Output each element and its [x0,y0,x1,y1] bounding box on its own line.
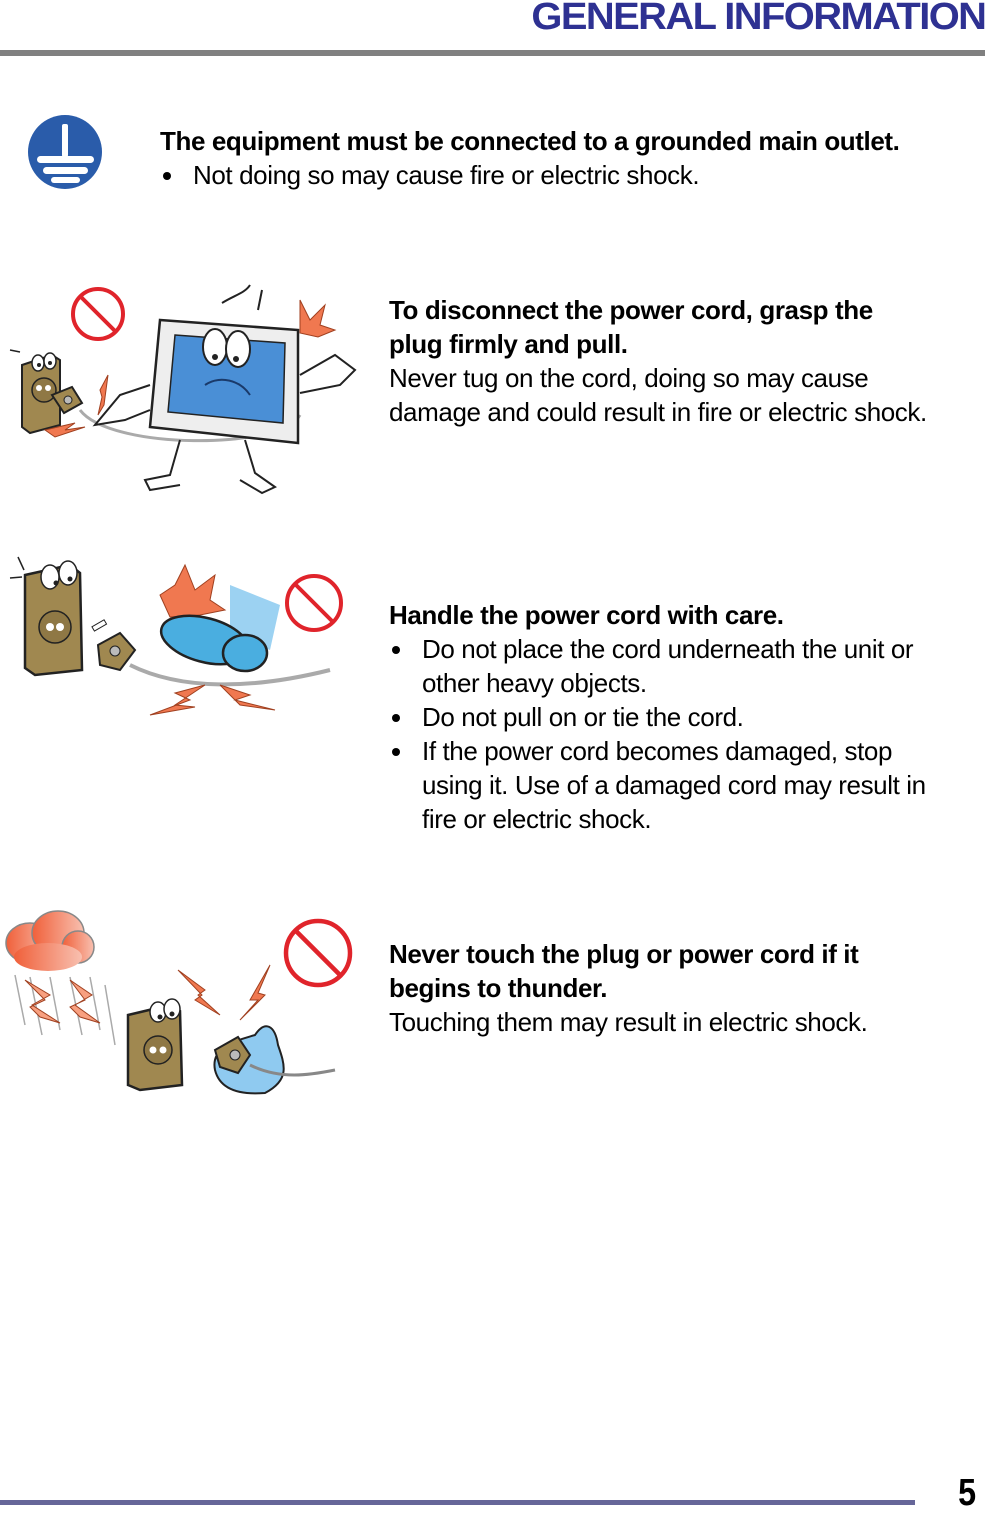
thunder-heading: Never touch the plug or power cord if it… [389,939,859,1003]
plug-icon [91,619,137,672]
disconnect-body: Never tug on the cord, doing so may caus… [389,363,927,427]
outlet-character-icon [126,998,184,1092]
thunderstorm-plug-prohibited-illustration [0,905,360,1100]
bullet-item: Not doing so may cause fire or electric … [160,158,985,192]
prohibition-sign-icon [285,574,343,632]
grounding-bullet-list: Not doing so may cause fire or electric … [160,158,985,192]
prohibition-sign-icon [71,287,125,341]
thunder-body: Touching them may result in electric sho… [389,1007,868,1037]
cord-care-heading: Handle the power cord with care. [389,600,784,630]
bullet-item: Do not place the cord underneath the uni… [389,632,985,700]
footer-divider [0,1500,915,1505]
page-number: 5 [958,1472,976,1514]
prohibition-sign-icon [283,918,353,988]
thunder-warning-section: Never touch the plug or power cord if it… [389,937,985,1039]
foot-stepping-on-cord-prohibited-illustration [0,545,360,730]
outlet-character-icon [9,556,84,677]
cord-care-section: Handle the power cord with care. Do not … [389,598,985,836]
plug-icon [50,385,84,415]
ground-symbol-icon [27,114,103,190]
disconnect-cord-section: To disconnect the power cord, grasp the … [389,293,985,429]
shoe-icon [159,585,280,673]
hand-holding-plug-icon [213,1025,336,1095]
page-header-title: GENERAL INFORMATION [530,0,985,38]
disconnect-heading: To disconnect the power cord, grasp the … [389,295,873,359]
storm-cloud-icon [5,910,95,971]
bullet-dot-icon [163,172,171,180]
grounding-warning-section: The equipment must be connected to a gro… [160,124,985,192]
bullet-dot-icon [392,748,400,756]
monitor-character-icon [92,318,357,495]
grounding-heading: The equipment must be connected to a gro… [160,126,900,156]
header-divider [0,50,985,56]
bullet-dot-icon [392,646,400,654]
bullet-item: Do not pull on or tie the cord. [389,700,985,734]
bullet-dot-icon [392,714,400,722]
cord-care-bullet-list: Do not place the cord underneath the uni… [389,632,985,836]
monitor-plug-pull-prohibited-illustration [0,275,370,500]
outlet-character-icon [9,349,61,435]
